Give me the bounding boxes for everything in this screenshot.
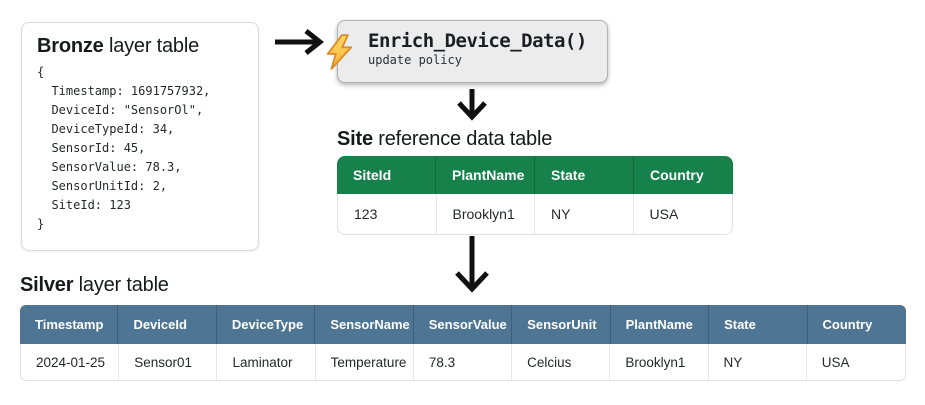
bronze-title-bold: Bronze [37, 35, 104, 57]
bronze-layer-card: Bronze layer table { Timestamp: 16917579… [21, 22, 259, 251]
enrich-function-name: Enrich_Device_Data() [368, 30, 587, 52]
arrow-down-enrich-to-site [457, 89, 487, 121]
header-cell: State [709, 305, 808, 344]
table-cell: Brooklyn1 [437, 194, 535, 234]
lightning-bolt-icon [326, 33, 353, 70]
header-cell: SiteId [337, 156, 436, 194]
table-cell: 2024-01-25 [21, 344, 120, 380]
enrich-function-box: Enrich_Device_Data() update policy [326, 20, 608, 83]
table-cell: Laminator [217, 344, 316, 380]
header-cell: PlantName [611, 305, 710, 344]
silver-layer-table: Timestamp DeviceId DeviceType SensorName… [20, 305, 906, 381]
site-title-bold: Site [337, 128, 373, 150]
site-table-title: Site reference data table [337, 128, 552, 151]
site-table-row: 123 Brooklyn1 NY USA [337, 194, 733, 235]
site-reference-table: SiteId PlantName State Country 123 Brook… [337, 156, 733, 235]
table-cell: 78.3 [414, 344, 513, 380]
bronze-card-title: Bronze layer table [37, 35, 258, 58]
table-cell: NY [535, 194, 634, 234]
header-cell: Country [822, 317, 873, 332]
header-cell: SensorUnit [512, 305, 611, 344]
arrow-right-bronze-to-enrich [275, 29, 325, 55]
table-cell: USA [821, 354, 850, 370]
header-cell: DeviceType [217, 305, 316, 344]
silver-table-header: Timestamp DeviceId DeviceType SensorName… [20, 305, 906, 344]
silver-title-rest: layer table [73, 274, 169, 296]
update-policy-label: update policy [368, 53, 462, 67]
header-cell: SensorName [315, 305, 414, 344]
header-cell: PlantName [436, 156, 535, 194]
header-cell: State [535, 156, 634, 194]
site-table-header: SiteId PlantName State Country [337, 156, 733, 194]
header-cell: Country [650, 167, 704, 183]
table-cell: NY [709, 344, 807, 380]
table-cell: Brooklyn1 [610, 344, 709, 380]
table-cell: Sensor01 [119, 344, 218, 380]
header-cell: Timestamp [20, 305, 119, 344]
table-cell: Temperature [316, 344, 414, 380]
table-cell: USA [649, 206, 679, 222]
bronze-json-snippet: { Timestamp: 1691757932, DeviceId: "Sens… [37, 65, 211, 231]
header-cell: DeviceId [118, 305, 217, 344]
silver-table-row: 2024-01-25 Sensor01 Laminator Temperatur… [20, 344, 906, 381]
silver-table-title: Silver layer table [20, 274, 169, 297]
arrow-down-site-to-silver [455, 236, 489, 293]
table-cell: 123 [338, 194, 437, 234]
site-title-rest: reference data table [372, 128, 553, 150]
bronze-title-rest: layer table [103, 35, 200, 57]
table-cell: Celcius [512, 344, 611, 380]
header-cell: SensorValue [414, 305, 513, 344]
silver-title-bold: Silver [20, 274, 74, 296]
